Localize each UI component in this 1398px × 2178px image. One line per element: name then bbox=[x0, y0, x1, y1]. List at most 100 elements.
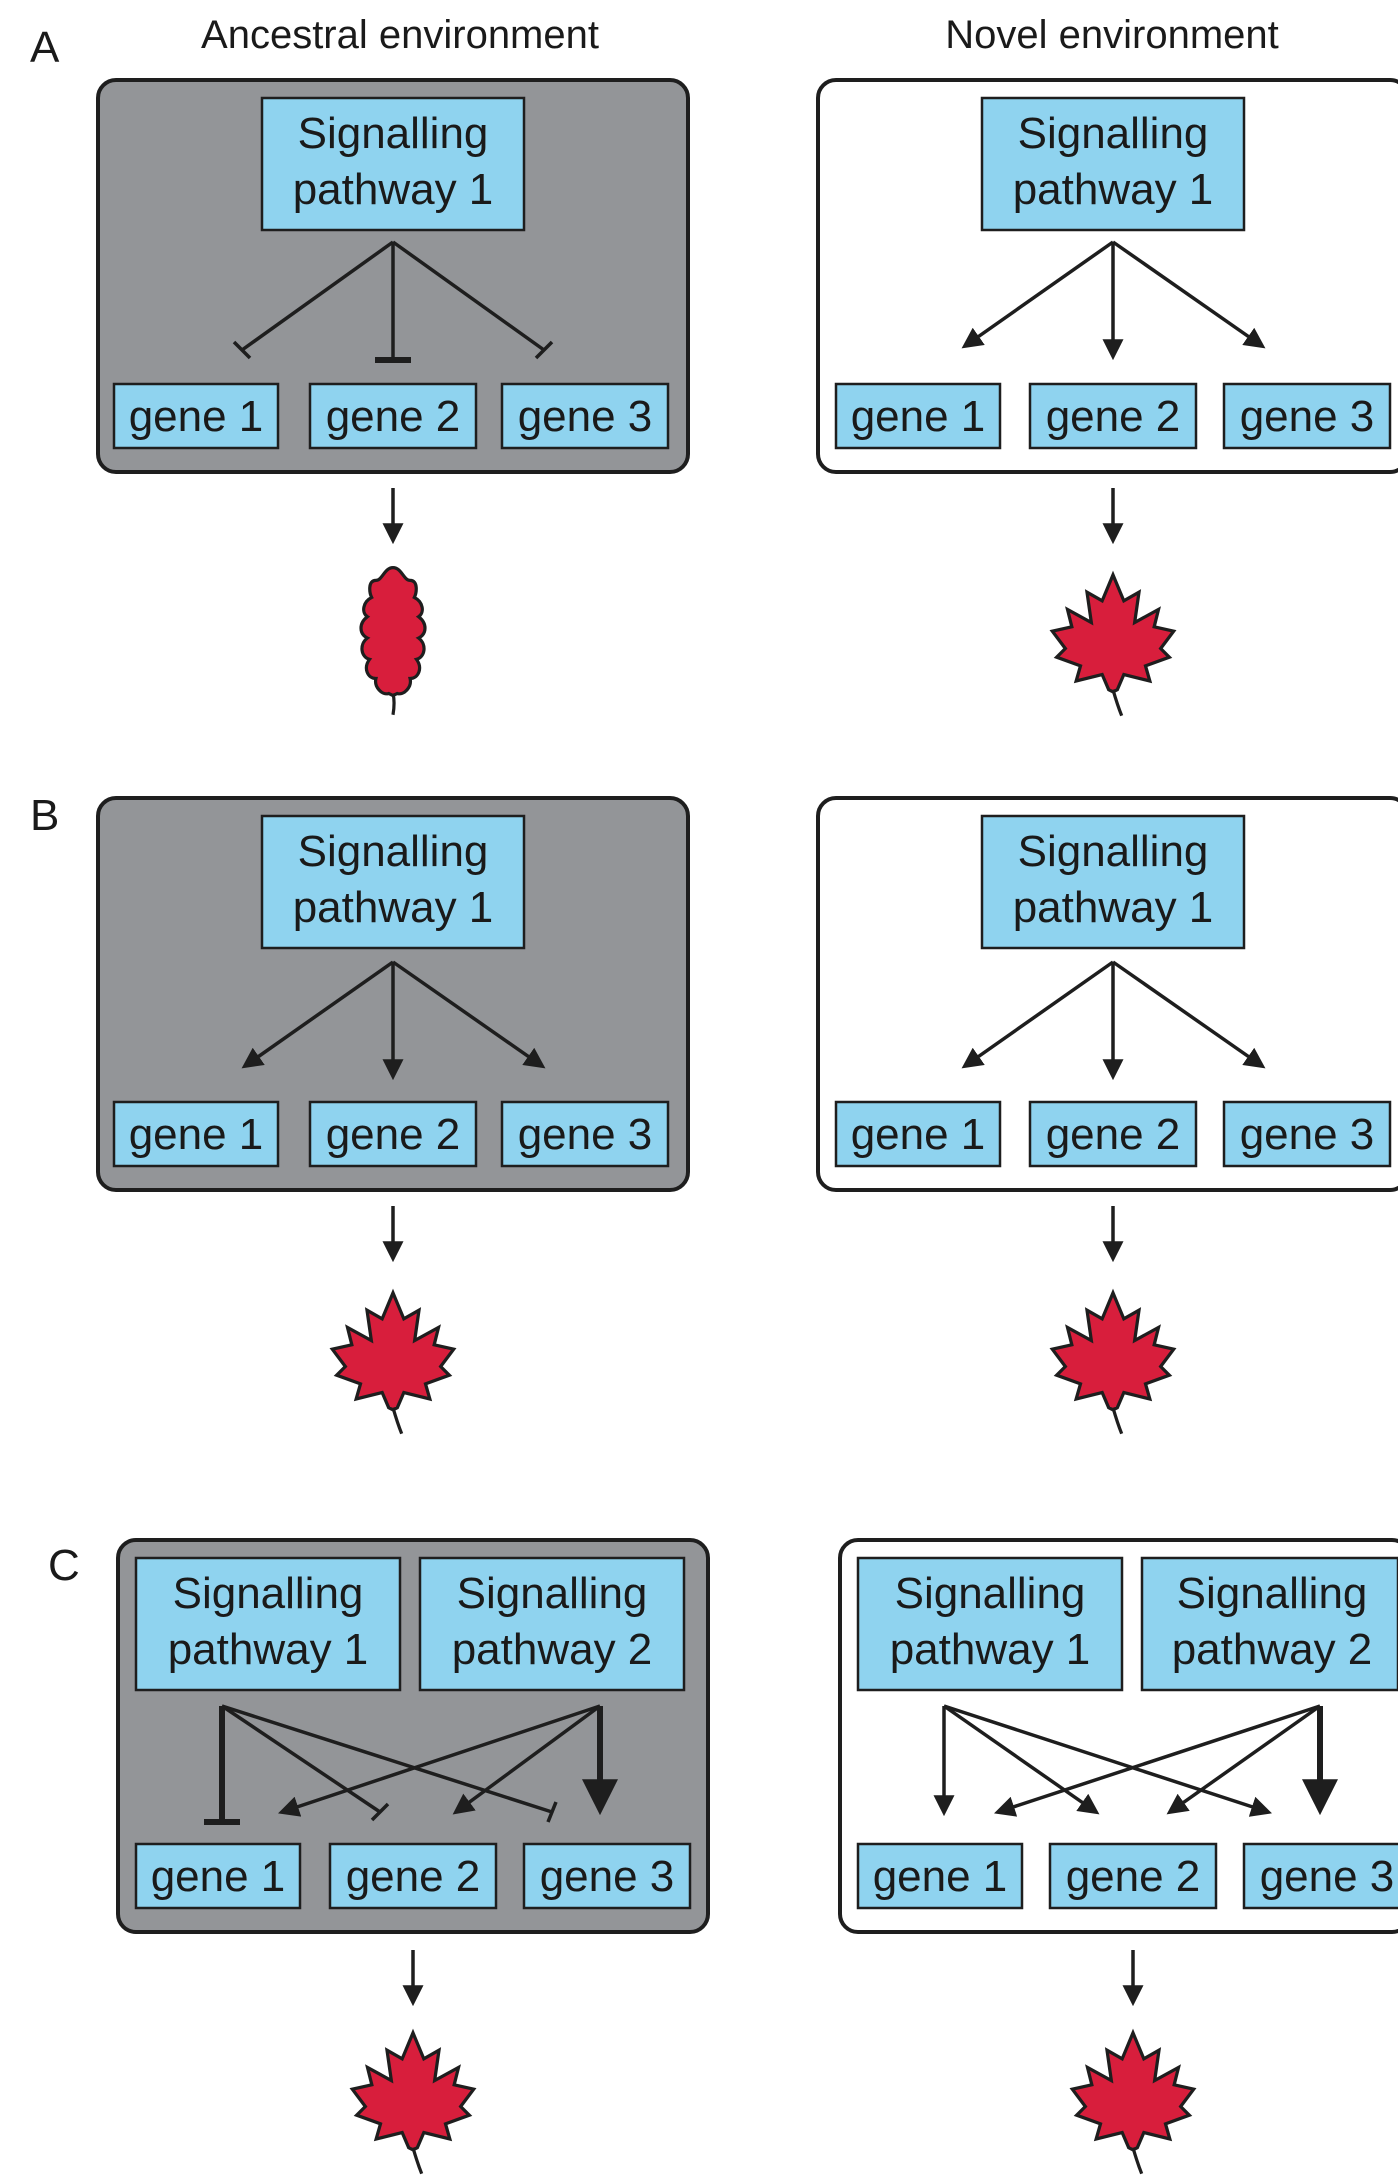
gene-2-box bbox=[328, 1842, 498, 1910]
activation-arrow bbox=[1166, 1704, 1322, 1815]
gene-3-box bbox=[1222, 1100, 1392, 1168]
row-c-novel: Signalling pathway 1 Signalling pathway … bbox=[838, 1538, 1398, 2176]
activation-arrow bbox=[943, 1704, 1272, 1817]
row-a-ancestral: Signalling pathway 1 gene 1 gene 2 gene … bbox=[96, 78, 690, 717]
gene-2-box bbox=[1028, 1100, 1198, 1168]
pathway-label-line2: pathway 2 bbox=[452, 1625, 653, 1674]
gene-label: gene 3 bbox=[1240, 1110, 1375, 1159]
pathway-label-line1: Signalling bbox=[1177, 1569, 1368, 1618]
gene-1-box bbox=[112, 382, 280, 450]
repression-bar bbox=[232, 340, 252, 360]
row-c-ancestral: Signalling pathway 1 Signalling pathway … bbox=[116, 1538, 710, 2176]
gene-label: gene 3 bbox=[1260, 1852, 1395, 1901]
activation-arrow bbox=[1111, 240, 1266, 349]
pathway-label-line1: Signalling bbox=[1018, 827, 1209, 876]
gene-label: gene 2 bbox=[1066, 1852, 1201, 1901]
gene-label: gene 3 bbox=[518, 392, 653, 441]
pathway-label-line1: Signalling bbox=[457, 1569, 648, 1618]
pathway-label-line2: pathway 2 bbox=[1172, 1625, 1373, 1674]
signalling-pathway-1-box bbox=[260, 96, 526, 232]
repression-bar bbox=[546, 1801, 558, 1823]
gene-2-box bbox=[308, 1100, 478, 1168]
gene-2-box bbox=[1048, 1842, 1218, 1910]
oak-leaf-icon bbox=[359, 565, 427, 717]
gene-label: gene 2 bbox=[346, 1852, 481, 1901]
repression-line bbox=[240, 240, 395, 352]
gene-3-box bbox=[1242, 1842, 1398, 1910]
activation-arrow bbox=[278, 1704, 601, 1817]
pathway-label-line1: Signalling bbox=[1018, 109, 1209, 158]
gene-3-box bbox=[500, 1100, 670, 1168]
pathway-label-line1: Signalling bbox=[298, 827, 489, 876]
row-b-novel: Signalling pathway 1 gene 1 gene 2 gene … bbox=[816, 796, 1398, 1436]
gene-label: gene 3 bbox=[1240, 392, 1375, 441]
gene-label: gene 1 bbox=[851, 1110, 986, 1159]
pathway-label-line2: pathway 1 bbox=[1013, 165, 1214, 214]
gene-2-box bbox=[308, 382, 478, 450]
activation-arrow bbox=[452, 1704, 602, 1815]
gene-1-box bbox=[834, 1100, 1002, 1168]
gene-2-box bbox=[1028, 382, 1198, 450]
novel-panel bbox=[816, 78, 1398, 474]
activation-arrow bbox=[1111, 960, 1266, 1069]
pathway-label-line1: Signalling bbox=[895, 1569, 1086, 1618]
activation-arrow bbox=[241, 960, 395, 1069]
gene-label: gene 3 bbox=[518, 1110, 653, 1159]
maple-leaf-icon bbox=[1050, 1291, 1176, 1436]
gene-3-box bbox=[522, 1842, 692, 1910]
repression-bar bbox=[534, 340, 554, 360]
gene-3-box bbox=[500, 382, 670, 450]
gene-1-box bbox=[834, 382, 1002, 450]
pathway-label-line2: pathway 1 bbox=[890, 1625, 1091, 1674]
gene-label: gene 1 bbox=[851, 392, 986, 441]
gene-1-box bbox=[134, 1842, 302, 1910]
repression-line bbox=[391, 240, 546, 352]
panel-label-c: C bbox=[48, 1541, 80, 1590]
signalling-pathway-1-box bbox=[980, 814, 1246, 950]
repression-bar bbox=[370, 1802, 390, 1822]
gene-3-box bbox=[1222, 382, 1392, 450]
gene-label: gene 2 bbox=[326, 392, 461, 441]
signalling-pathway-1-box bbox=[856, 1556, 1124, 1692]
panel-label-b: B bbox=[30, 791, 59, 840]
maple-leaf-icon bbox=[350, 2031, 476, 2176]
novel-panel bbox=[816, 796, 1398, 1192]
gene-label: gene 1 bbox=[129, 392, 264, 441]
pathway-label-line2: pathway 1 bbox=[293, 165, 494, 214]
pathway-label-line1: Signalling bbox=[298, 109, 489, 158]
row-a-novel: Signalling pathway 1 gene 1 gene 2 gene … bbox=[816, 78, 1398, 718]
row-b-ancestral: Signalling pathway 1 gene 1 gene 2 gene … bbox=[96, 796, 690, 1436]
repression-line bbox=[221, 1704, 381, 1814]
ancestral-environment-header: Ancestral environment bbox=[201, 13, 599, 57]
gene-label: gene 2 bbox=[1046, 392, 1181, 441]
signalling-pathway-2-box bbox=[1140, 1556, 1398, 1692]
gene-1-box bbox=[856, 1842, 1024, 1910]
repression-line bbox=[221, 1704, 553, 1814]
signalling-pathway-2-box bbox=[418, 1556, 686, 1692]
activation-arrow bbox=[942, 1704, 1100, 1815]
maple-leaf-icon bbox=[1070, 2031, 1196, 2176]
panel-label-a: A bbox=[30, 23, 60, 72]
novel-environment-header: Novel environment bbox=[945, 13, 1279, 57]
signalling-pathway-1-box bbox=[134, 1556, 402, 1692]
activation-arrow bbox=[994, 1704, 1321, 1817]
pathway-label-line2: pathway 1 bbox=[293, 883, 494, 932]
pathway-label-line2: pathway 1 bbox=[168, 1625, 369, 1674]
gene-label: gene 1 bbox=[129, 1110, 264, 1159]
activation-arrow bbox=[961, 240, 1115, 349]
signalling-pathway-1-box bbox=[980, 96, 1246, 232]
maple-leaf-icon bbox=[1050, 573, 1176, 718]
activation-arrow bbox=[391, 960, 546, 1069]
gene-label: gene 2 bbox=[1046, 1110, 1181, 1159]
gene-1-box bbox=[112, 1100, 280, 1168]
maple-leaf-icon bbox=[330, 1291, 456, 1436]
pathway-label-line1: Signalling bbox=[173, 1569, 364, 1618]
gene-label: gene 1 bbox=[151, 1852, 286, 1901]
pathway-label-line2: pathway 1 bbox=[1013, 883, 1214, 932]
gene-label: gene 2 bbox=[326, 1110, 461, 1159]
gene-label: gene 1 bbox=[873, 1852, 1008, 1901]
gene-label: gene 3 bbox=[540, 1852, 675, 1901]
signalling-pathway-1-box bbox=[260, 814, 526, 950]
activation-arrow bbox=[961, 960, 1115, 1069]
